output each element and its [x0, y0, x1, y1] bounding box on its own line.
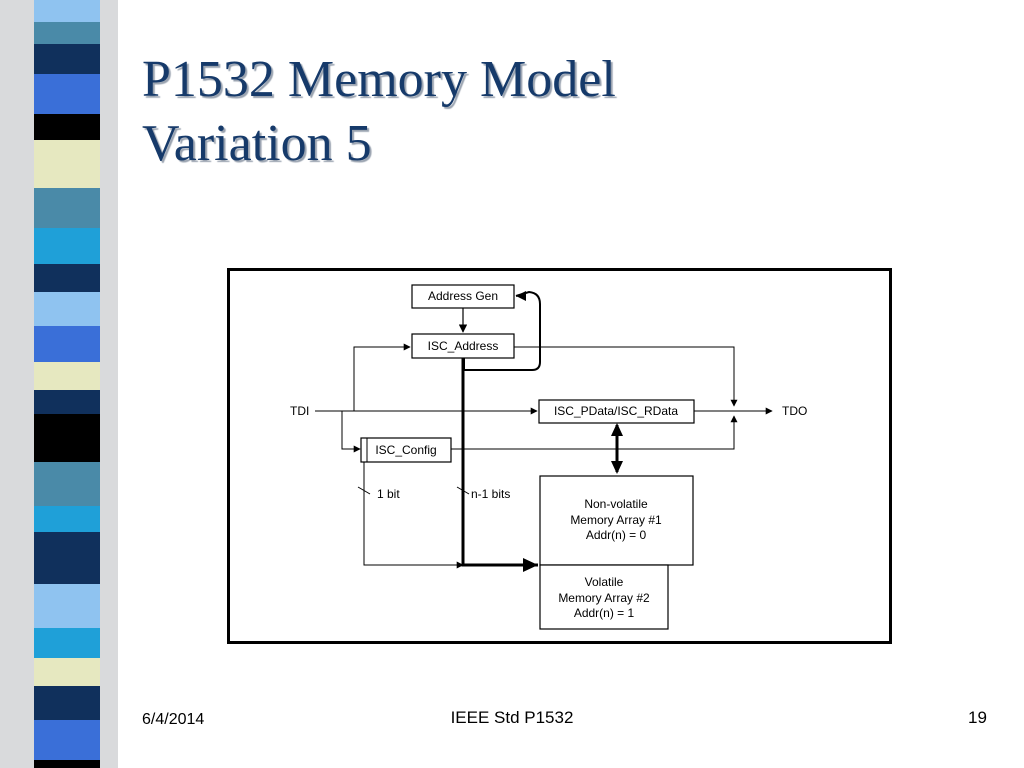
footer-page-number: 19 — [968, 708, 987, 727]
isc-config-label: ISC_Config — [375, 443, 436, 457]
n-minus-1-label: n-1 bits — [471, 487, 510, 501]
stripe-segment — [34, 114, 100, 140]
n-minus-1-bus — [461, 358, 538, 567]
stripe-segment — [34, 760, 100, 768]
iscconfig-to-tdo — [451, 415, 738, 450]
footer-date: 6/4/2014 — [142, 711, 205, 728]
stripe-segment — [34, 44, 100, 74]
feedback-loop — [463, 290, 541, 371]
stripe-graphic — [0, 0, 118, 768]
address-gen-label: Address Gen — [428, 289, 498, 303]
stripe-segment — [34, 362, 100, 390]
stripe-segment — [34, 74, 100, 114]
slide-title: P1532 Memory Model Variation 5 — [142, 48, 616, 176]
footer-center-text: IEEE Std P1532 — [450, 708, 574, 727]
stripe-segment — [34, 686, 100, 720]
stripe-segment — [34, 414, 100, 462]
stripe-segment — [34, 140, 100, 188]
stripe-segment — [34, 0, 100, 22]
volatile-line-2: Memory Array #2 — [558, 591, 650, 605]
memory-model-diagram: Address Gen ISC_Address TDI ISC_PData/IS… — [227, 268, 892, 644]
tdi-to-iscaddress — [353, 343, 411, 411]
tdi-to-iscconfig — [341, 411, 361, 453]
stripe-segment — [34, 506, 100, 532]
address-gen-block: Address Gen — [411, 284, 515, 309]
stripe-segment — [34, 720, 100, 760]
stripe-segment — [34, 390, 100, 414]
stripe-segment — [34, 326, 100, 362]
one-bit-label: 1 bit — [377, 487, 400, 501]
tdo-label: TDO — [782, 404, 807, 418]
stripe-segment — [34, 628, 100, 658]
nonvolatile-line-2: Memory Array #1 — [570, 513, 662, 527]
isc-pdata-block: ISC_PData/ISC_RData — [538, 399, 695, 424]
isc-address-label: ISC_Address — [428, 339, 499, 353]
nonvolatile-line-1: Non-volatile — [584, 497, 648, 511]
nonvolatile-memory-block: Non-volatile Memory Array #1 Addr(n) = 0 — [539, 475, 694, 566]
decorative-stripe-band — [0, 0, 118, 768]
stripe-segment — [34, 292, 100, 326]
stripe-segment — [34, 532, 100, 584]
nonvolatile-line-3: Addr(n) = 0 — [586, 528, 647, 542]
isc-pdata-label: ISC_PData/ISC_RData — [554, 404, 678, 418]
bus-arrowhead — [523, 558, 538, 572]
stripe-segment — [34, 658, 100, 686]
isc-address-block: ISC_Address — [411, 333, 515, 359]
volatile-line-1: Volatile — [585, 575, 624, 589]
title-line-1: P1532 Memory Model — [142, 51, 616, 108]
stripe-segment — [34, 228, 100, 264]
stripe-segment — [34, 264, 100, 292]
stripe-segment — [34, 188, 100, 228]
stripe-segment — [34, 584, 100, 628]
stripe-segment — [34, 462, 100, 506]
iscaddress-to-tdo — [514, 346, 738, 407]
volatile-memory-block: Volatile Memory Array #2 Addr(n) = 1 — [539, 564, 669, 630]
stripe-segment — [34, 22, 100, 44]
volatile-line-3: Addr(n) = 1 — [574, 606, 635, 620]
feedback-arrowhead — [516, 291, 526, 301]
n-minus-1-slash — [456, 486, 470, 495]
one-bit-line — [363, 462, 464, 569]
isc-config-block: ISC_Config — [360, 437, 452, 463]
tdi-label: TDI — [290, 404, 309, 418]
title-line-2: Variation 5 — [142, 115, 372, 172]
one-bit-slash — [357, 486, 371, 495]
